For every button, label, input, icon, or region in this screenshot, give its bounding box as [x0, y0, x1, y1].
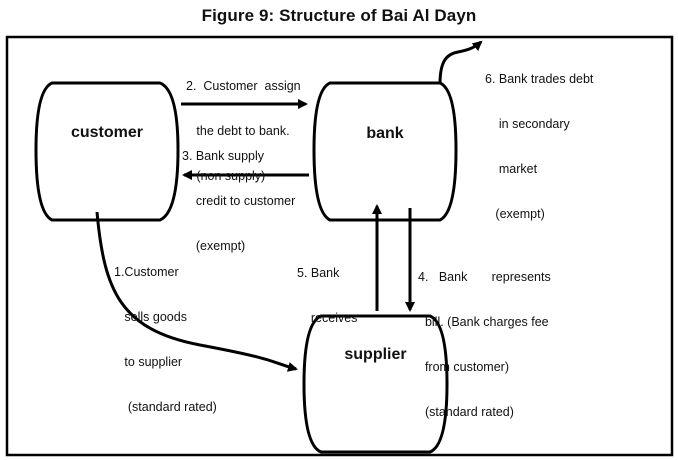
edge-4-line: bill. (Bank charges fee	[418, 315, 549, 329]
supplier-node	[302, 314, 449, 454]
edge-6-line: 6. Bank trades debt	[485, 72, 594, 86]
customer-node	[34, 81, 180, 222]
edge-4-line: from customer)	[418, 360, 509, 374]
edge-2-line: the debt to bank.	[186, 124, 290, 138]
customer-label: customer	[70, 124, 144, 141]
edge-1-label: 1.Customer sells goods to supplier (stan…	[114, 235, 217, 430]
arrow-bank-to-market	[438, 40, 483, 85]
edge-5-label: 5. Bank receives	[297, 236, 357, 341]
edge-6-line: (exempt)	[485, 207, 545, 221]
supplier-label: supplier	[344, 346, 407, 363]
edge-1-line: to supplier	[114, 355, 183, 369]
edge-3-line: credit to customer	[182, 194, 296, 208]
edge-4-line: (standard rated)	[418, 405, 514, 419]
edge-2-line: 2. Customer assign	[186, 79, 301, 93]
edge-4-line: 4. Bank represents	[418, 270, 551, 284]
edge-3-line: 3. Bank supply	[182, 149, 264, 163]
edge-1-line: 1.Customer	[114, 265, 179, 279]
edge-3-label: 3. Bank supply credit to customer (exemp…	[182, 119, 295, 269]
edge-3-line: (exempt)	[182, 239, 246, 253]
edge-6-line: market	[485, 162, 538, 176]
edge-2-line: (non supply)	[186, 169, 266, 183]
edge-5-line: 5. Bank	[297, 266, 340, 280]
arrow-customer-to-supplier	[95, 211, 298, 372]
edge-1-line: (standard rated)	[114, 400, 217, 414]
bank-label: bank	[366, 125, 404, 142]
edge-4-label: 4. Bank represents bill. (Bank charges f…	[418, 240, 551, 435]
edge-2-label: 2. Customer assign the debt to bank. (no…	[186, 49, 301, 199]
edge-1-line: sells goods	[114, 310, 187, 324]
edge-6-label: 6. Bank trades debt in secondary market …	[485, 42, 593, 237]
figure-title: Figure 9: Structure of Bai Al Dayn	[201, 6, 477, 25]
diagram-frame	[5, 35, 674, 457]
edge-5-line: receives	[297, 311, 358, 325]
edge-6-line: in secondary	[485, 117, 570, 131]
bank-node	[312, 81, 458, 222]
